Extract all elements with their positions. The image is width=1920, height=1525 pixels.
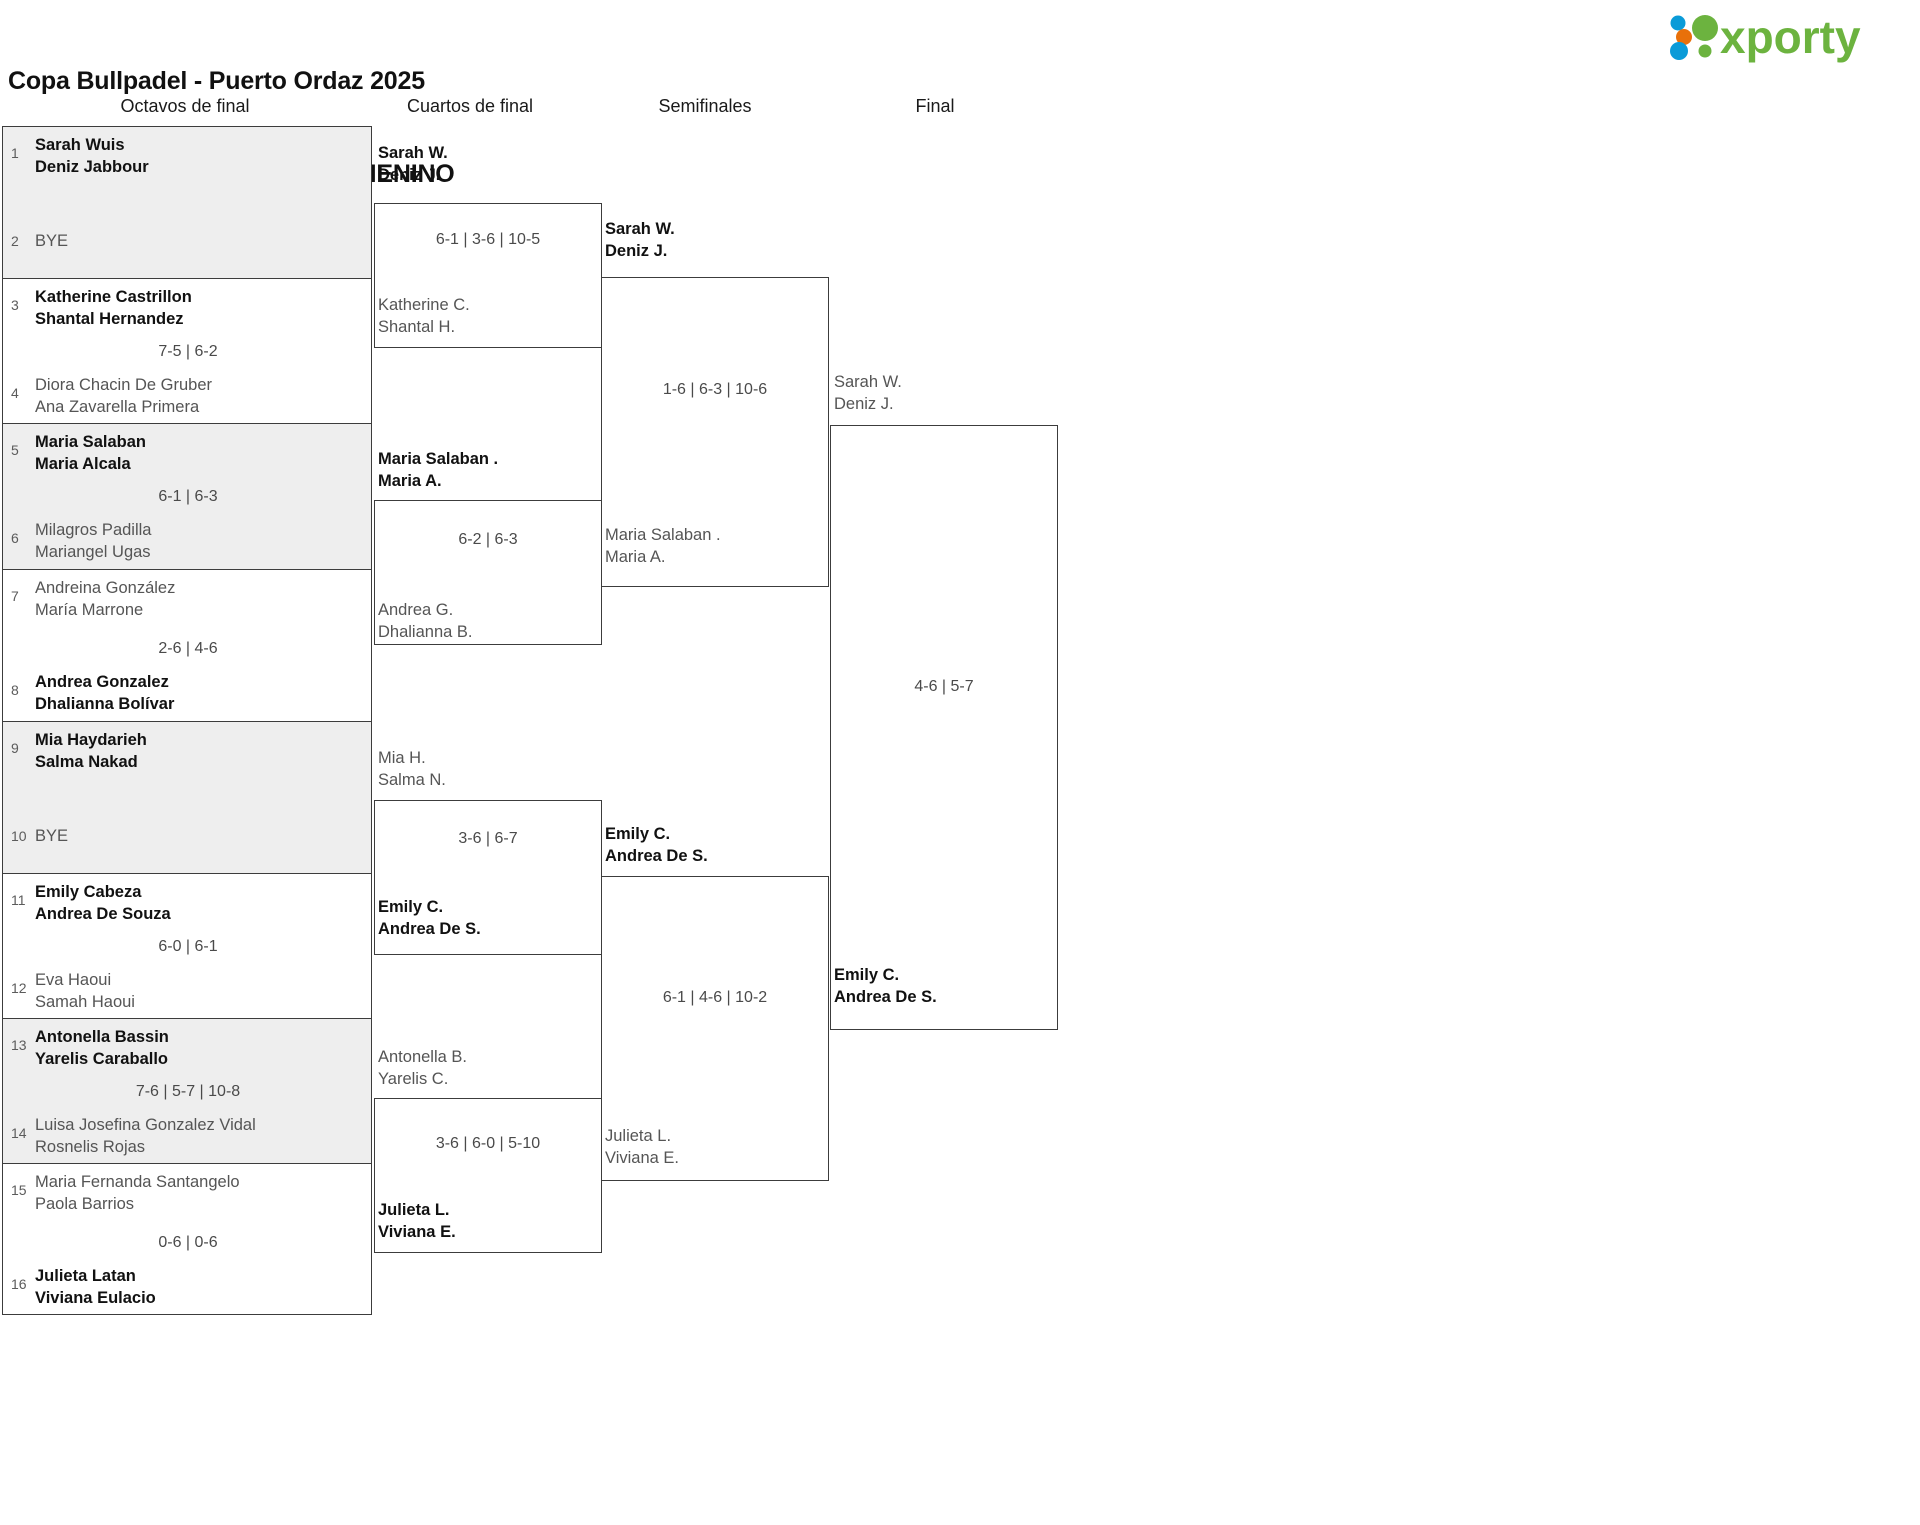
seed-number: 6 (11, 530, 19, 546)
xporty-logo[interactable]: xporty (1658, 6, 1908, 66)
r4-score: 4-6 | 5-7 (914, 678, 974, 695)
seed-number: 5 (11, 442, 19, 458)
seed-number: 11 (11, 892, 26, 908)
seed-number: 1 (11, 145, 19, 161)
r3-team-2-bottom: Julieta L.Viviana E. (605, 1127, 679, 1167)
r2-score-4: 3-6 | 6-0 | 5-10 (435, 1135, 541, 1152)
r3-connector-1 (601, 277, 829, 587)
seed-number: 12 (11, 980, 27, 996)
r2-team-2-bottom: Andrea G.Dhalianna B. (378, 601, 473, 641)
r3-team-2-top: Emily C.Andrea De S. (605, 825, 708, 865)
r4-team-top: Sarah W.Deniz J. (834, 373, 902, 413)
seed-number: 15 (11, 1182, 27, 1198)
round-header-octavos: Octavos de final (120, 96, 250, 116)
r1-score-2: 7-5 | 6-2 (158, 343, 218, 360)
seed-number: 8 (11, 682, 19, 698)
seed-number: 13 (11, 1037, 27, 1053)
r2-score-1: 6-1 | 3-6 | 10-5 (435, 231, 541, 248)
seed-number: 7 (11, 588, 19, 604)
seed-number: 4 (11, 385, 19, 401)
r2-team-1-top: Sarah W.Deniz J. (378, 144, 448, 184)
r2-team-4-bottom: Julieta L.Viviana E. (378, 1201, 456, 1241)
r2-team-1-bottom: Katherine C.Shantal H. (378, 296, 470, 336)
r4-team-bottom-champion: Emily C.Andrea De S. (834, 966, 937, 1006)
seed-number: 3 (11, 297, 19, 313)
logo-dot-blue-top (1670, 15, 1686, 31)
r2-score-2: 6-2 | 6-3 (458, 531, 518, 548)
logo-wordmark: xporty (1720, 11, 1861, 63)
r1-score-7: 7-6 | 5-7 | 10-8 (135, 1083, 241, 1100)
r1-score-6: 6-0 | 6-1 (158, 938, 218, 955)
seed-number: 14 (11, 1125, 27, 1141)
team-name: BYE (35, 232, 69, 250)
logo-dot-green-small (1698, 44, 1712, 58)
r3-score-1: 1-6 | 6-3 | 10-6 (662, 381, 768, 398)
r3-connector-2 (601, 876, 829, 1181)
r2-team-2-top: Maria Salaban .Maria A. (378, 450, 499, 490)
r2-connector-1 (374, 203, 602, 348)
r3-team-1-top: Sarah W.Deniz J. (605, 220, 675, 260)
tournament-name: Copa Bullpadel - Puerto Ordaz 2025 (8, 67, 425, 95)
r2-team-4-top: Antonella B.Yarelis C. (378, 1048, 467, 1088)
r1-score-8: 0-6 | 0-6 (158, 1234, 218, 1251)
r3-team-1-bottom: Maria Salaban .Maria A. (605, 526, 721, 566)
seed-number: 2 (11, 233, 19, 249)
r1-slot-2[interactable]: 2 BYE (3, 231, 371, 253)
r3-score-2: 6-1 | 4-6 | 10-2 (662, 989, 768, 1006)
logo-dot-orange (1676, 29, 1692, 45)
team-name: BYE (35, 827, 69, 845)
r2-team-3-bottom: Emily C.Andrea De S. (378, 898, 481, 938)
logo-dot-green-big (1692, 15, 1718, 41)
r1-score-4: 2-6 | 4-6 (158, 640, 218, 657)
seed-number: 16 (11, 1276, 27, 1292)
seed-number: 9 (11, 740, 19, 756)
r1-score-3: 6-1 | 6-3 (158, 488, 218, 505)
r2-team-3-top: Mia H.Salma N. (378, 749, 446, 789)
r1-slot-10[interactable]: 10 BYE (3, 826, 371, 848)
round-header-semifinales: Semifinales (658, 96, 752, 116)
r4-connector (830, 425, 1058, 1030)
logo-dot-blue-bottom (1670, 42, 1688, 60)
seed-number: 10 (11, 828, 27, 844)
round-header-final: Final (915, 96, 955, 116)
r2-score-3: 3-6 | 6-7 (458, 830, 518, 847)
round-header-cuartos: Cuartos de final (406, 96, 534, 116)
